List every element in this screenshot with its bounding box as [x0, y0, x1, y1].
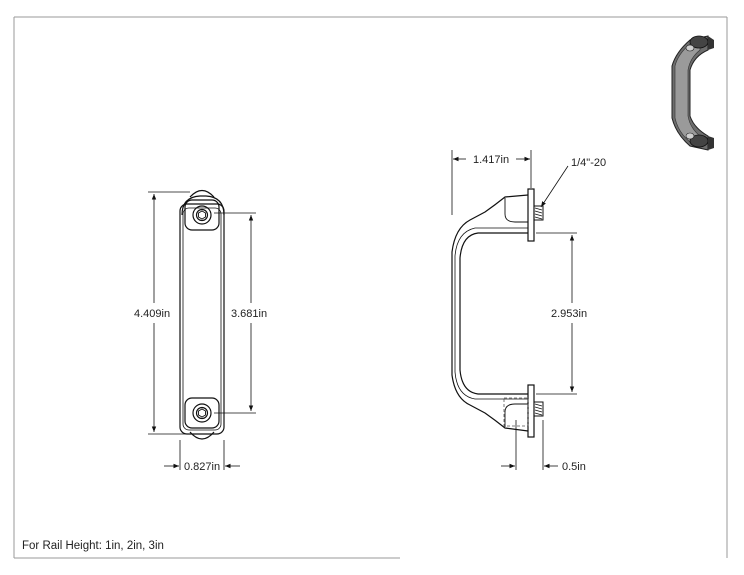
side-dimensions — [451, 150, 577, 470]
hidden-stud-lines — [503, 397, 529, 427]
dim-grip-clearance: 2.953in — [551, 308, 587, 320]
dim-stud-length: 0.5in — [562, 461, 586, 473]
dim-width: 0.827in — [184, 461, 220, 473]
sheet-border — [13, 16, 728, 559]
dim-overall-height: 4.409in — [134, 308, 170, 320]
isometric-preview — [671, 35, 714, 151]
front-dimensions — [148, 191, 256, 470]
dim-depth: 1.417in — [473, 154, 509, 166]
dim-thread: 1/4"-20 — [571, 157, 606, 169]
dim-hole-spacing: 3.681in — [231, 308, 267, 320]
side-view — [451, 188, 544, 438]
front-view — [179, 189, 225, 440]
rail-height-note: For Rail Height: 1in, 2in, 3in — [22, 540, 164, 552]
